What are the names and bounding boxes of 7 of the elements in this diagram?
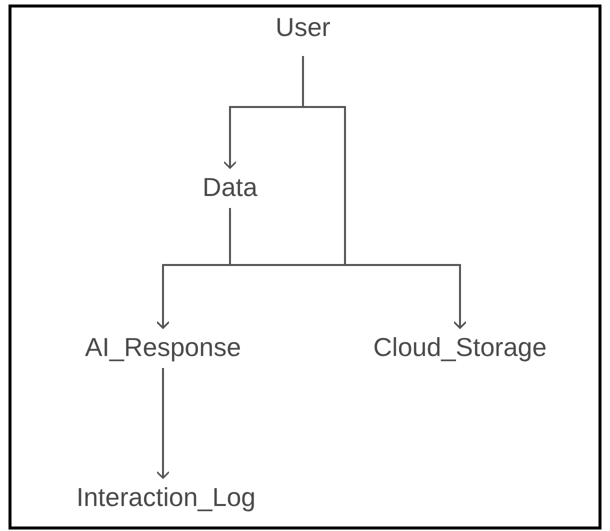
node-label: User [276,12,330,42]
arrow [229,208,467,329]
node-label: Interaction_Log [76,482,256,512]
node-label: Cloud_Storage [373,332,547,362]
node-label: AI_Response [84,332,242,362]
node-label: Data [202,172,258,202]
arrow [156,368,170,479]
